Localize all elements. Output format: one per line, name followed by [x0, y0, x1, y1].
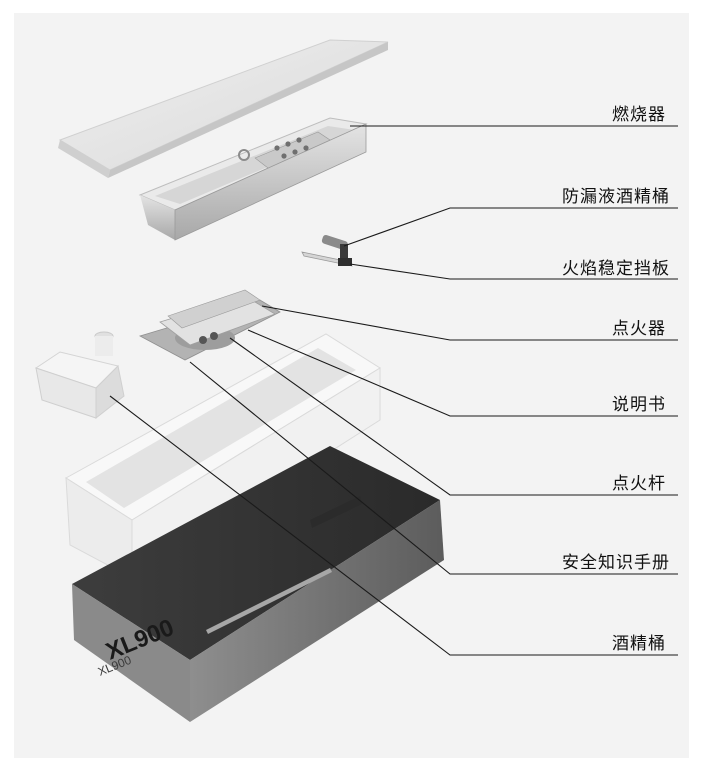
lid-cover: [58, 39, 389, 178]
label-manual: 说明书: [612, 395, 666, 415]
leader-line-igniter: [261, 305, 678, 341]
label-safety-manual: 安全知识手册: [562, 553, 670, 573]
label-leakproof-tank: 防漏液酒精桶: [562, 187, 670, 207]
burner-illustration: [138, 117, 368, 241]
leader-line-leakproof-tank: [343, 207, 678, 247]
alcohol-bucket-illustration: [34, 331, 125, 420]
leader-line-flame-baffle: [349, 263, 678, 280]
leader-line-safety-manual: [189, 361, 678, 575]
packaging-box-illustration: [72, 446, 444, 722]
label-igniter: 点火器: [612, 319, 666, 339]
label-igniter-rod: 点火杆: [612, 474, 666, 494]
leader-line-igniter-rod: [229, 337, 678, 496]
leakproof-tank-illustration: [321, 234, 348, 260]
label-burner: 燃烧器: [612, 105, 666, 125]
label-flame-baffle: 火焰稳定挡板: [562, 259, 670, 279]
leader-line-manual: [247, 329, 678, 417]
flame-baffle-illustration: [301, 251, 353, 267]
igniter-manual-illustration: [138, 289, 281, 361]
leader-line-alcohol-bucket: [109, 395, 678, 656]
label-alcohol-bucket: 酒精桶: [612, 634, 666, 654]
